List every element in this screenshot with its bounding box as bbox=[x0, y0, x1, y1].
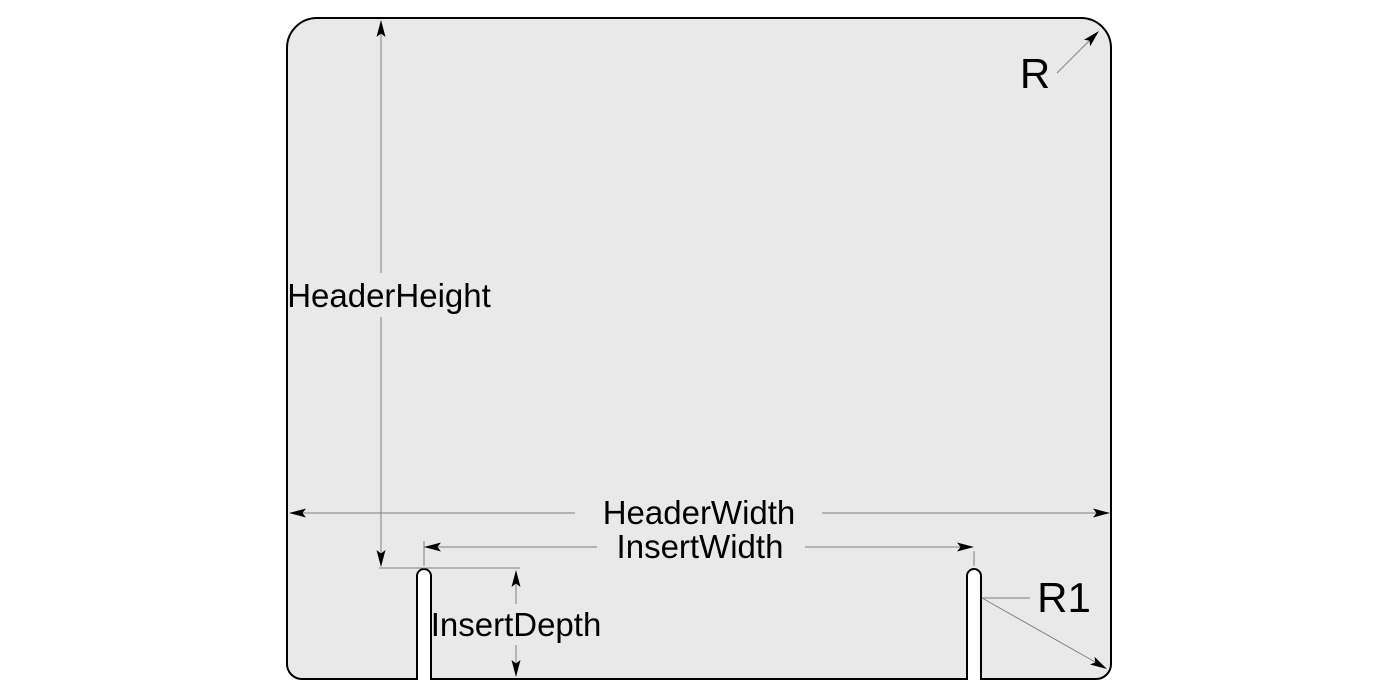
arrowhead-down bbox=[511, 660, 521, 677]
arrowhead-down bbox=[376, 550, 386, 567]
labels: HeaderHeight HeaderWidth InsertWidth Ins… bbox=[287, 50, 1091, 643]
leader-line bbox=[981, 597, 1105, 668]
arrowhead-left bbox=[289, 508, 306, 518]
dim-insert-width bbox=[423, 541, 975, 566]
insert-width-label: InsertWidth bbox=[617, 528, 784, 565]
arrowhead-up bbox=[376, 20, 386, 37]
arrowhead-up bbox=[511, 570, 521, 587]
header-width-label: HeaderWidth bbox=[603, 494, 796, 531]
dimension-lines bbox=[290, 21, 1109, 676]
slot-radius-label: R1 bbox=[1037, 574, 1091, 621]
panel-outline bbox=[286, 17, 1112, 680]
arrowhead-right bbox=[1093, 508, 1110, 518]
arrowhead-left bbox=[424, 542, 441, 552]
arrowhead-up-right bbox=[1083, 31, 1099, 47]
insert-depth-label: InsertDepth bbox=[431, 606, 602, 643]
arrowhead-down-right bbox=[1089, 656, 1107, 669]
leader-slot-radius bbox=[981, 597, 1105, 668]
arrowheads bbox=[289, 20, 1110, 677]
arrowhead-right bbox=[957, 542, 974, 552]
header-height-label: HeaderHeight bbox=[287, 277, 491, 314]
corner-radius-label: R bbox=[1020, 50, 1050, 97]
panel bbox=[286, 17, 1112, 680]
